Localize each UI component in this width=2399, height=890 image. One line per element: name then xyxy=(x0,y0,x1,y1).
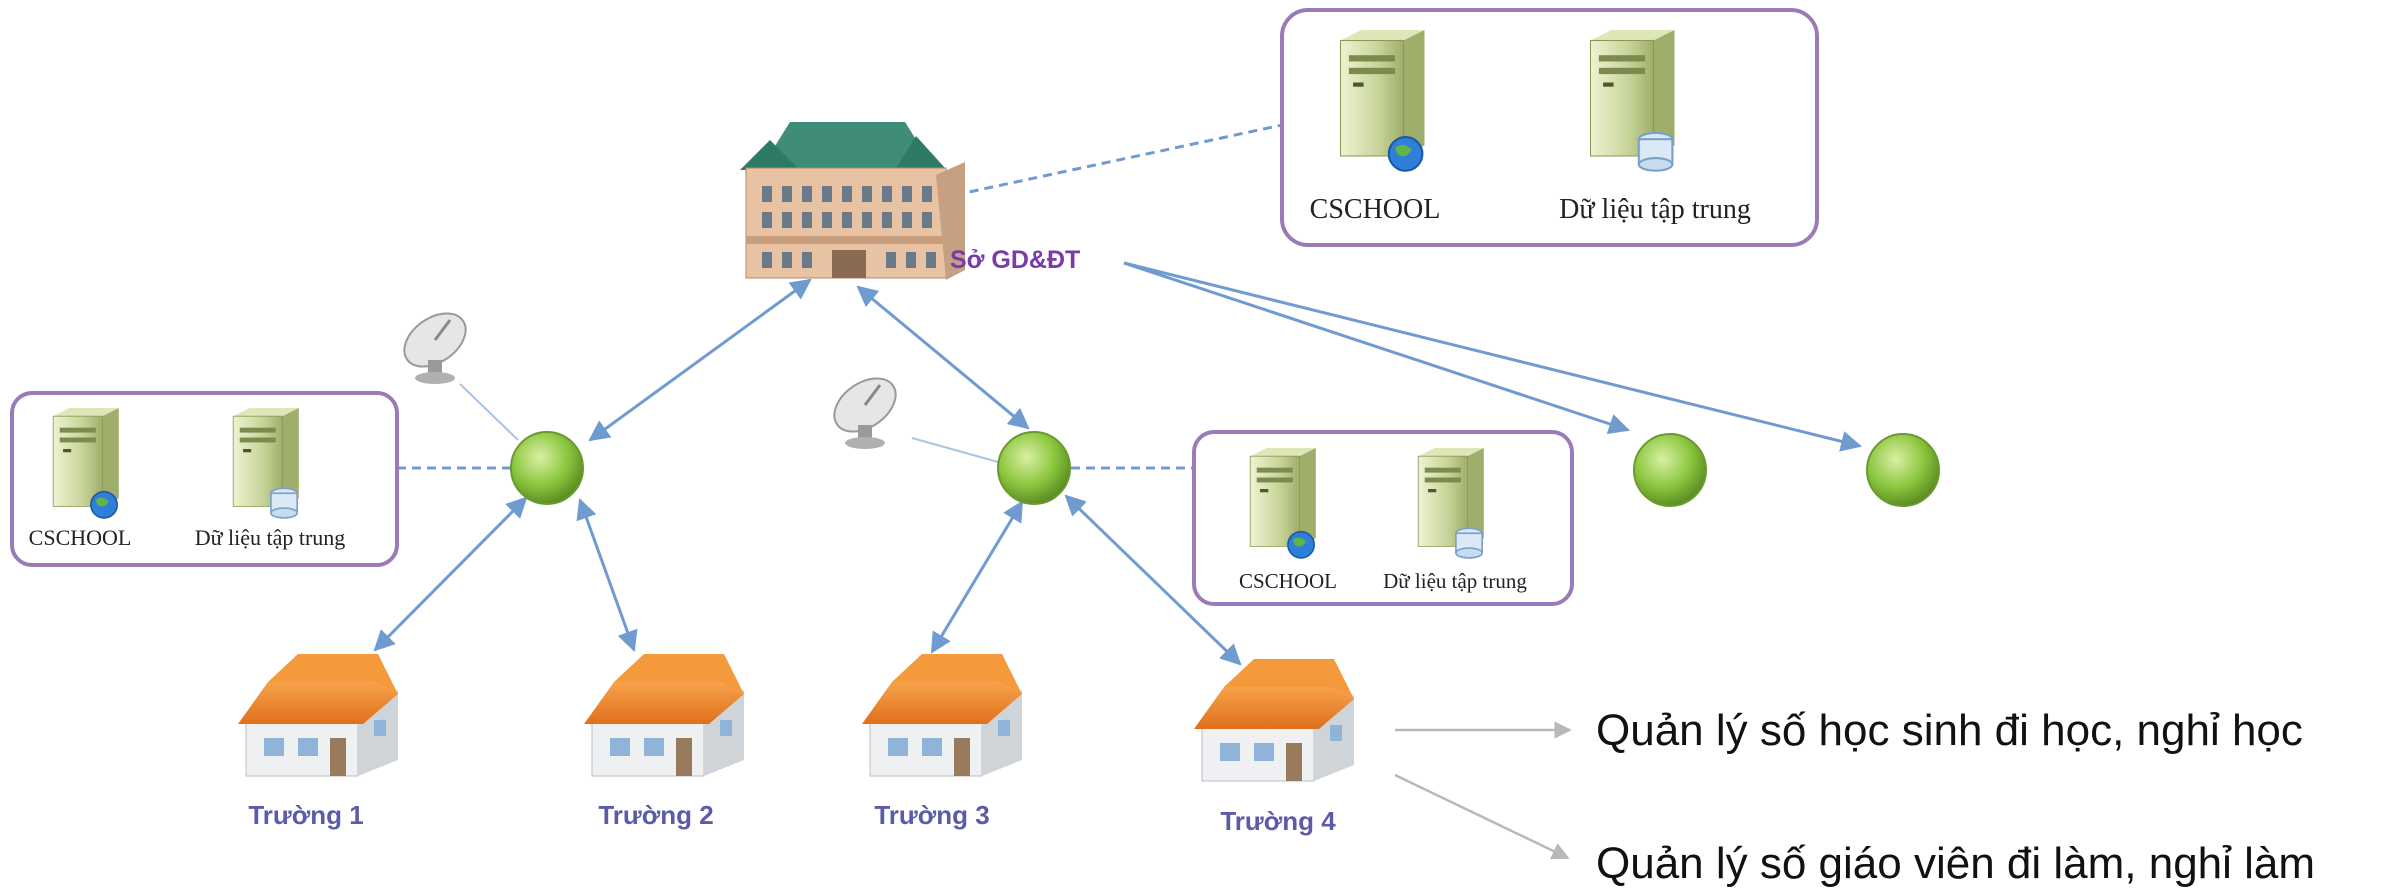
school-3: Trường 3 xyxy=(862,654,1022,830)
school-house-icon xyxy=(238,654,398,777)
link-node1-hq xyxy=(588,278,812,442)
school-label: Trường 1 xyxy=(248,800,363,830)
database-label: Dữ liệu tập trung xyxy=(1383,569,1527,593)
database-label: Dữ liệu tập trung xyxy=(195,525,346,550)
satellite-dish-icon xyxy=(833,377,897,449)
cschool-server-icon xyxy=(1249,447,1317,559)
school-2: Trường 2 xyxy=(584,654,744,830)
database-server-icon xyxy=(232,407,300,519)
link-hq-node3 xyxy=(1123,261,1630,435)
notes: Quản lý số học sinh đi học, nghỉ học Quả… xyxy=(1394,706,2315,888)
link-node1-school2 xyxy=(576,498,638,652)
cschool-label: CSCHOOL xyxy=(1310,194,1441,225)
school-house-icon xyxy=(1194,659,1354,782)
headquarters-building-icon xyxy=(740,122,965,280)
school-label: Trường 4 xyxy=(1220,806,1336,836)
cschool-label: CSCHOOL xyxy=(29,525,132,550)
school-label: Trường 2 xyxy=(598,800,713,830)
headquarters-label: Sở GD&ĐT xyxy=(950,246,1080,274)
school-house-icon xyxy=(862,654,1022,777)
cschool-server-icon xyxy=(52,407,120,519)
network-node-icon xyxy=(1866,433,1940,507)
school-1: Trường 1 xyxy=(238,654,398,830)
server-box-top: CSCHOOL Dữ liệu tập trung xyxy=(1280,8,1819,247)
cschool-label: CSCHOOL xyxy=(1239,569,1337,593)
database-server-icon xyxy=(1417,447,1485,559)
dish-link-2 xyxy=(911,437,999,463)
note-students: Quản lý số học sinh đi học, nghỉ học xyxy=(1596,706,2303,755)
note-arrow-2 xyxy=(1394,773,1570,860)
dashed-link-hq-topbox xyxy=(954,123,1283,197)
school-4: Trường 4 xyxy=(1194,659,1354,836)
link-hq-node4 xyxy=(1123,261,1863,452)
link-node2-school4 xyxy=(1064,494,1242,666)
link-node2-school3 xyxy=(930,500,1024,654)
network-node-icon xyxy=(1633,433,1707,507)
cschool-server-icon xyxy=(1339,29,1426,172)
network-node-icon xyxy=(997,431,1071,505)
server-box-right: CSCHOOL Dữ liệu tập trung xyxy=(1192,430,1574,606)
database-label: Dữ liệu tập trung xyxy=(1559,194,1751,225)
arrow-links xyxy=(373,261,1863,666)
note-teachers: Quản lý số giáo viên đi làm, nghỉ làm xyxy=(1596,839,2315,888)
server-box-left: CSCHOOL Dữ liệu tập trung xyxy=(10,391,399,567)
network-node-icon xyxy=(510,431,584,505)
network-nodes xyxy=(510,431,1940,507)
link-node1-school1 xyxy=(373,496,528,652)
headquarters: Sở GD&ĐT xyxy=(740,122,1080,280)
satellite-dish-icon xyxy=(403,312,467,384)
link-hq-node2 xyxy=(856,285,1030,430)
dish-link-1 xyxy=(459,383,519,441)
dashed-links xyxy=(397,123,1283,470)
school-house-icon xyxy=(584,654,744,777)
database-server-icon xyxy=(1589,29,1676,172)
school-label: Trường 3 xyxy=(874,800,989,830)
